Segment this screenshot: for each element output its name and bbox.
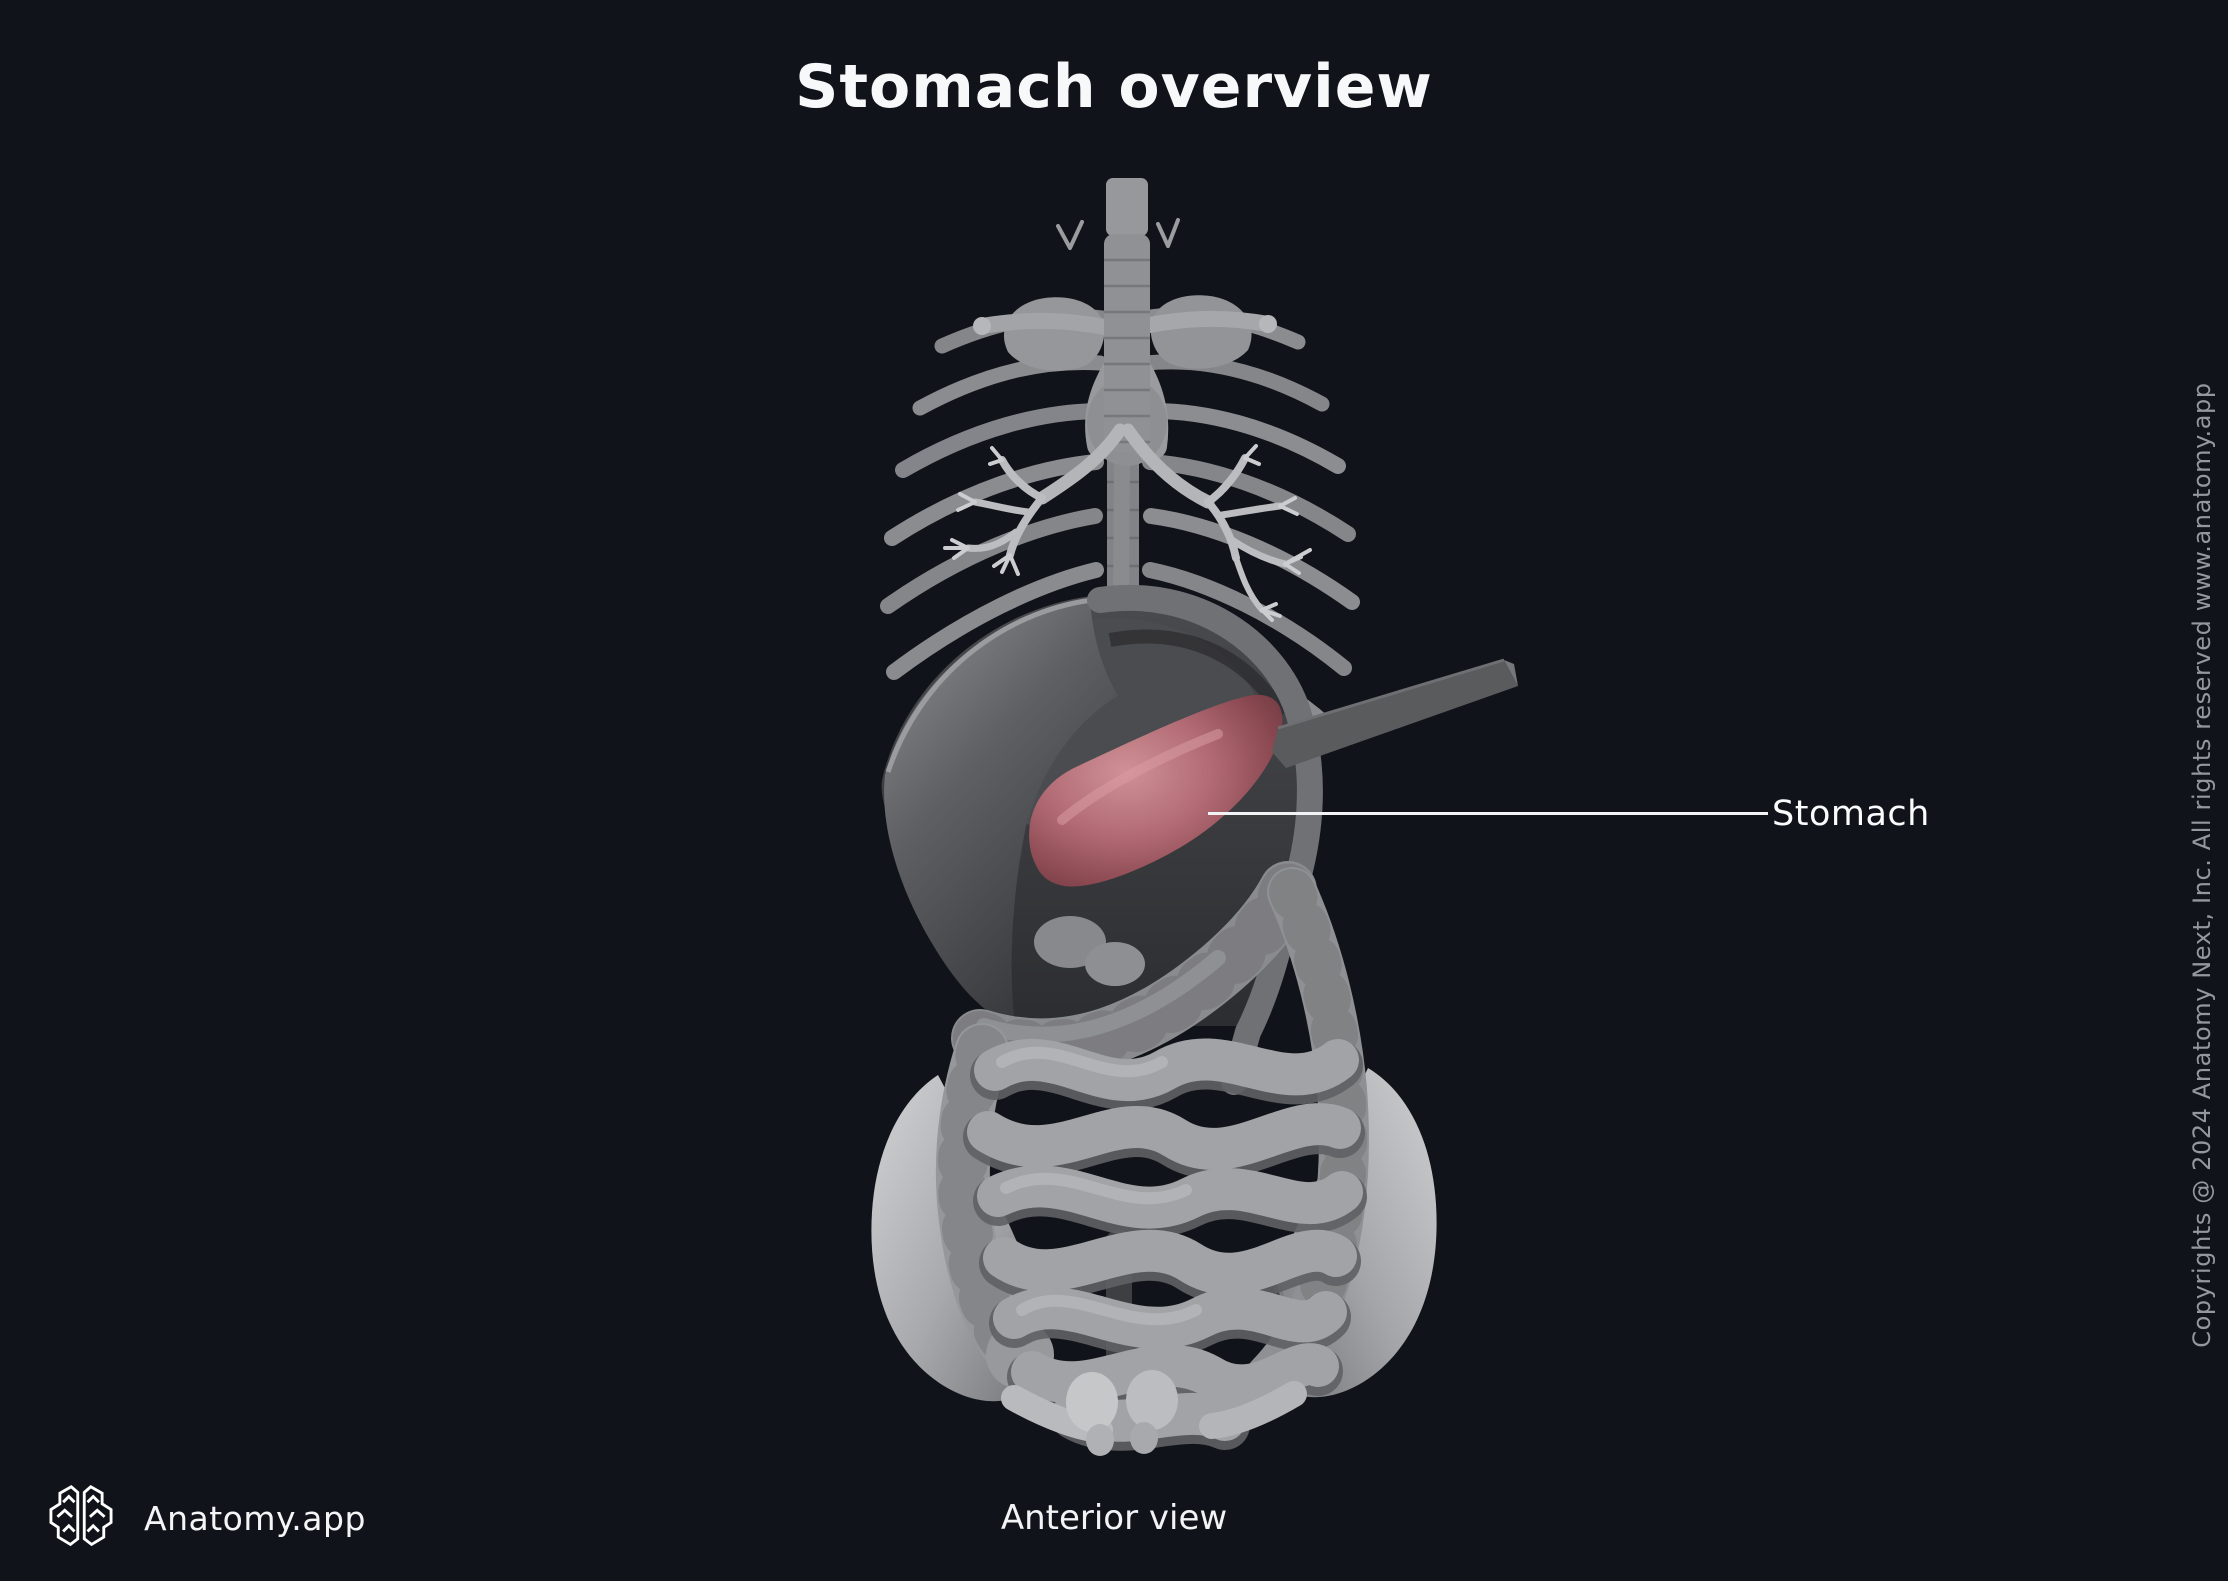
dome-inner-shadow xyxy=(1108,629,1289,719)
diaphragm-right-rim xyxy=(1087,584,1323,1095)
shoulder-girdle xyxy=(973,218,1277,371)
torso-anterior-view-figure xyxy=(871,178,1518,1456)
copyright-vertical: Copyrights @ 2024 Anatomy Next, Inc. All… xyxy=(2188,382,2216,1348)
pubic-bones xyxy=(1001,1370,1307,1456)
view-caption: Anterior view xyxy=(1000,1498,1228,1538)
bronchial-tree xyxy=(943,423,1312,622)
probe-retractor xyxy=(1272,658,1518,768)
small-intestine xyxy=(963,1038,1367,1451)
brain-icon xyxy=(42,1480,120,1556)
diaphragm-flap xyxy=(884,598,1118,1025)
duodenum-bulb xyxy=(1085,942,1145,986)
brand-logo-lockup: Anatomy.app xyxy=(42,1478,366,1558)
stomach-label: Stomach xyxy=(1772,794,1930,834)
leader-line xyxy=(1208,812,1768,815)
anatomy-illustration xyxy=(770,120,1530,1460)
stomach-highlight xyxy=(1029,694,1283,887)
brand-name: Anatomy.app xyxy=(144,1498,366,1538)
trachea xyxy=(1104,178,1150,452)
page-title: Stomach overview xyxy=(795,52,1433,122)
